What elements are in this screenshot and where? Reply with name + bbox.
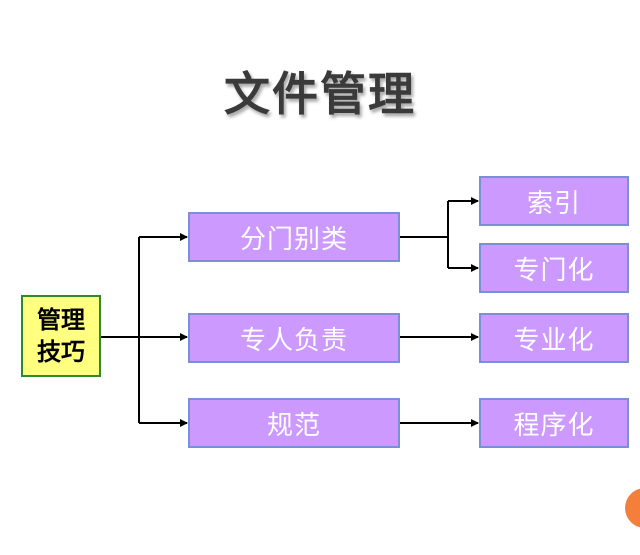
- root-label-line-1: 管理: [37, 306, 85, 334]
- page-title: 文件管理: [224, 67, 416, 121]
- branch-node-dedicated: 专人负责: [188, 313, 400, 363]
- decorative-circle: [625, 488, 640, 528]
- root-label-line-2: 技巧: [37, 338, 85, 366]
- root-node: 管理 技巧: [21, 295, 101, 377]
- leaf-node-index: 索引: [479, 176, 629, 226]
- leaf-node-procedural: 程序化: [479, 398, 629, 448]
- branch-node-categorize: 分门别类: [188, 212, 400, 262]
- branch-node-standard: 规范: [188, 398, 400, 448]
- leaf-node-specialize: 专门化: [479, 243, 629, 293]
- leaf-node-professional: 专业化: [479, 313, 629, 363]
